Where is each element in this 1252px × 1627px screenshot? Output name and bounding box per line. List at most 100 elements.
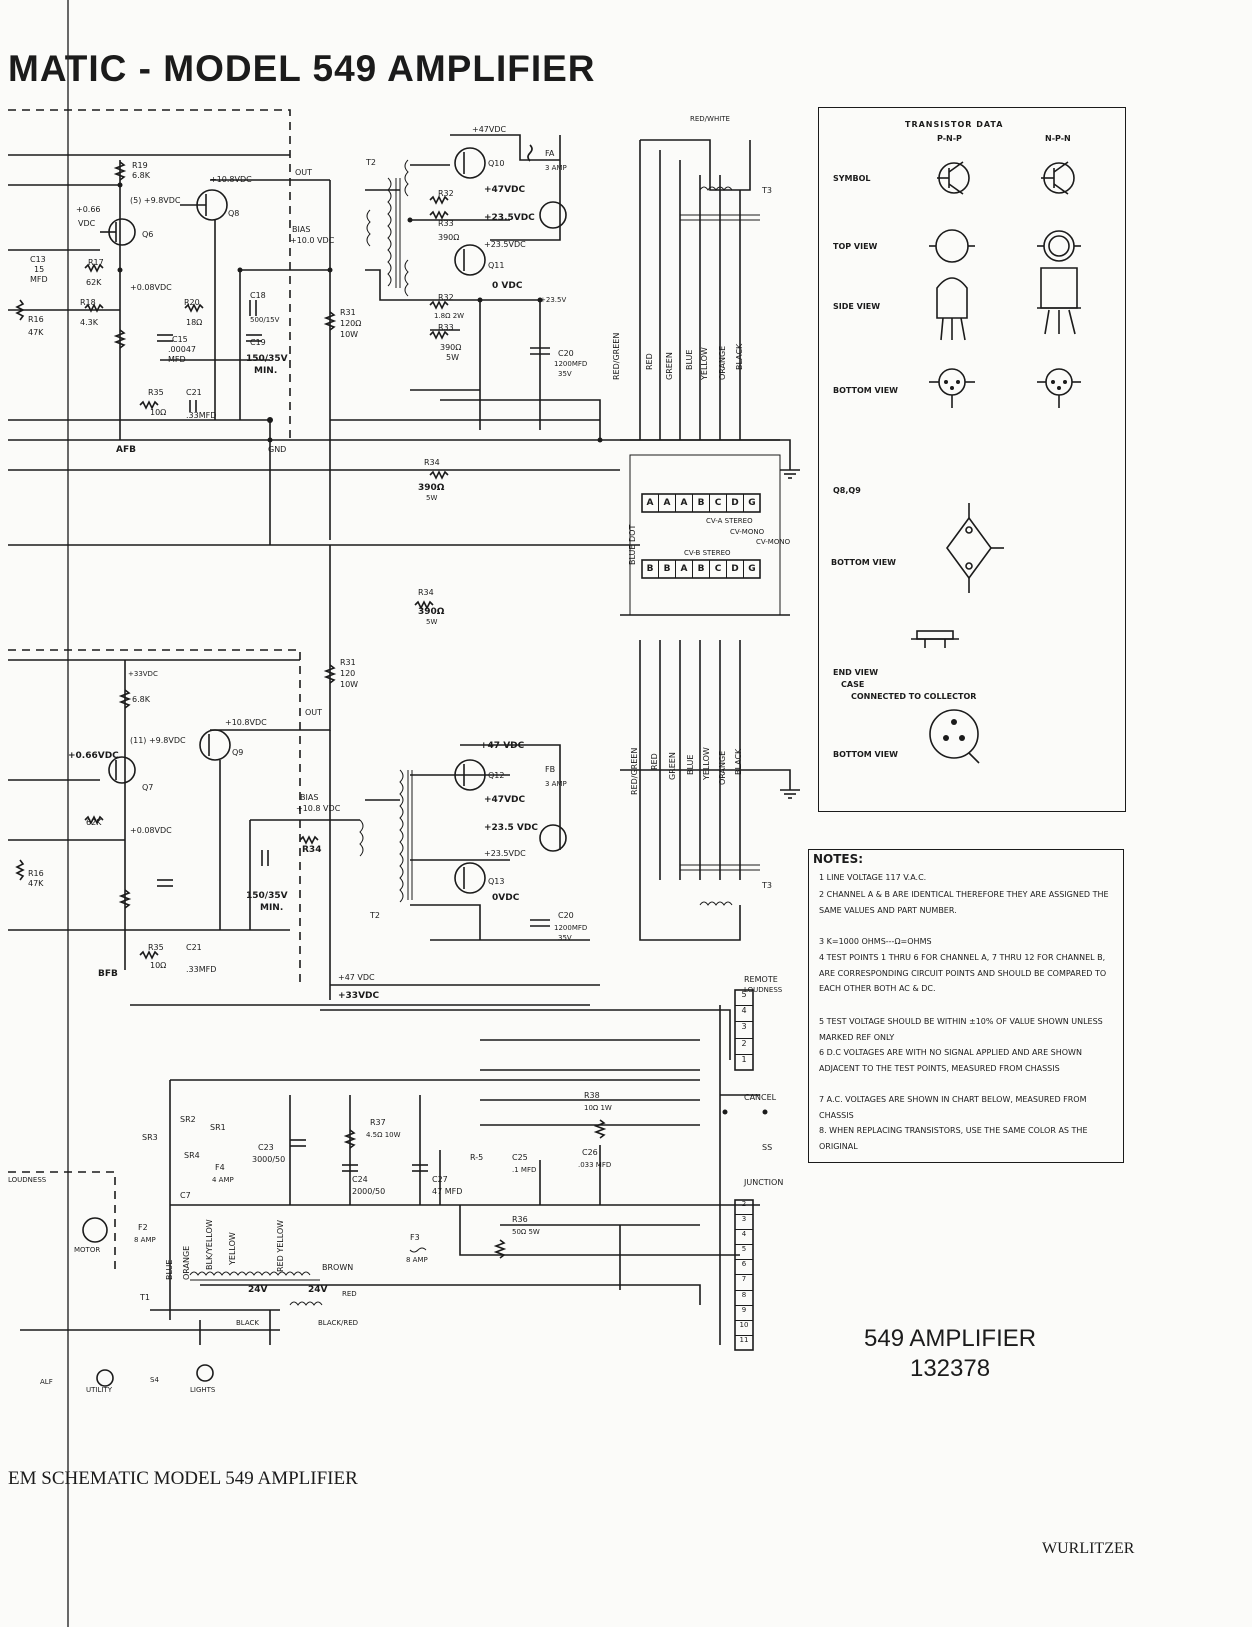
label-b-r31-value: 120 (340, 669, 355, 678)
label-bias: BIAS (292, 225, 310, 234)
terminal: 5 (735, 990, 753, 1007)
label-r37: R37 (370, 1118, 386, 1127)
label-b-c21: C21 (186, 943, 202, 952)
wire-label: RED/GREEN (612, 332, 621, 380)
label-c21: C21 (186, 388, 202, 397)
label-c21-value: .33MFD (186, 411, 216, 420)
wire-label: ORANGE (718, 345, 727, 380)
label-24v-b: 24V (308, 1285, 328, 1295)
terminal: 3 (735, 1022, 753, 1039)
label-c18: C18 (250, 291, 266, 300)
label-b-tp11-voltage: (11) +9.8VDC (130, 736, 186, 745)
label-power-33: +33VDC (338, 991, 380, 1001)
note-item: 7 A.C. VOLTAGES ARE SHOWN IN CHART BELOW… (819, 1095, 1087, 1120)
label-b-r31-watts: 10W (340, 680, 358, 689)
note-item: 1 LINE VOLTAGE 117 V.A.C. (819, 873, 927, 882)
plug-a-pin: A (676, 494, 693, 512)
label-wire-black-red: BLACK/RED (318, 1319, 358, 1327)
note-item: 5 TEST VOLTAGE SHOULD BE WITHIN ±10% OF … (819, 1017, 1103, 1042)
label-zero-voltage: 0 VDC (492, 281, 523, 291)
wire-label: BLK/YELLOW (205, 1219, 214, 1270)
label-q6: Q6 (142, 230, 153, 239)
label-sr2: SR2 (180, 1115, 196, 1124)
label-b-q7-voltage: +0.66VDC (68, 751, 119, 761)
label-r32-value: 1.8Ω 2W (434, 312, 464, 320)
label-q9: Q9 (232, 748, 243, 757)
brand-name: WURLITZER (1042, 1540, 1135, 1557)
label-t1: T1 (139, 1293, 150, 1302)
label-r34-watts: 5W (426, 494, 437, 502)
label-sr3: SR3 (142, 1133, 158, 1142)
row-symbol: SYMBOL (833, 174, 871, 183)
transistor-data-panel: TRANSISTOR DATA P-N-P N-P-N SYMBOL TOP V… (818, 107, 1126, 812)
label-b-r31: R31 (340, 658, 356, 667)
label-utility: UTILITY (86, 1386, 113, 1394)
label-blue-dot: BLUE DOT (628, 524, 637, 565)
label-c25-value: .1 MFD (512, 1166, 536, 1174)
label-b-t2: T2 (369, 911, 380, 920)
label-q8: Q8 (228, 209, 239, 218)
pnp-heading: P-N-P (937, 134, 962, 143)
label-b-c20: C20 (558, 911, 574, 920)
label-c26-value: .033 MFD (578, 1161, 611, 1169)
note-item: 6 D.C VOLTAGES ARE WITH NO SIGNAL APPLIE… (819, 1048, 1082, 1073)
wire-label: ORANGE (718, 750, 727, 785)
wire-label: BLACK (735, 343, 744, 370)
plug-b-pin: C (710, 560, 727, 578)
label-bfb: BFB (98, 969, 118, 979)
label-f3-amp: 8 AMP (406, 1256, 428, 1264)
label-r16-value: 47K (28, 328, 44, 337)
plug-b (641, 559, 761, 579)
label-q8-voltage: +10.8VDC (210, 175, 252, 184)
label-mid-voltage: +23.5VDC (484, 213, 535, 223)
label-t3-b: T3 (761, 881, 772, 890)
label-c27: C27 (432, 1175, 448, 1184)
label-fuse-amp: 3 AMP (545, 164, 567, 172)
label-remote: REMOTE (744, 975, 778, 984)
wire-label: BLUE (685, 349, 694, 370)
label-r17: R17 (88, 258, 104, 267)
wire-label: RED (650, 753, 659, 770)
label-t3: T3 (761, 186, 772, 195)
label-r32: R32 (438, 189, 454, 198)
plug-b-cells: B B A B C D G (642, 560, 760, 578)
label-c15: C15 (172, 335, 188, 344)
label-24v: 24V (248, 1285, 268, 1295)
label-r36-value: 50Ω 5W (512, 1228, 540, 1236)
wire-label: GREEN (665, 352, 674, 380)
row-bottom-view: BOTTOM VIEW (833, 386, 898, 395)
terminal: 9 (735, 1306, 753, 1321)
plug-a-cells: A A A B C D G (642, 494, 760, 512)
label-r38-value: 10Ω 1W (584, 1104, 612, 1112)
label-b-r16: R16 (28, 869, 44, 878)
label-b-q12-supply: +47 VDC (480, 741, 525, 751)
plug-b-pin: G (748, 564, 756, 574)
plug-a-pin: A (642, 494, 659, 512)
label-supply-tap: +23.5V (540, 296, 566, 304)
label-tp5-voltage: (5) +9.8VDC (130, 196, 181, 205)
terminal: 8 (735, 1291, 753, 1306)
label-motor: MOTOR (74, 1246, 100, 1254)
label-c20-value: 1200MFD (554, 360, 587, 368)
label-mid-voltage-2: +23.5VDC (484, 240, 526, 249)
q-bottom-view-2: BOTTOM VIEW (833, 750, 898, 759)
label-f4-amp: 4 AMP (212, 1176, 234, 1184)
label-c7: C7 (180, 1191, 191, 1200)
wire-label: YELLOW (702, 747, 711, 780)
q-end-view: END VIEW (833, 668, 879, 677)
label-b-supply: +33VDC (128, 670, 158, 678)
label-b-q9-voltage: +10.8VDC (225, 718, 267, 727)
note-item: 3 K=1000 OHMS---Ω=OHMS (819, 937, 932, 946)
plug-b-pin: B (659, 560, 676, 578)
label-tp-voltage: +0.08VDC (130, 283, 172, 292)
schematic-caption: EM SCHEMATIC MODEL 549 AMPLIFIER (8, 1468, 358, 1489)
label-b-fuse: FB (545, 765, 555, 774)
label-r20: R20 (184, 298, 200, 307)
terminal: 6 (735, 1260, 753, 1276)
label-sr4: SR4 (184, 1151, 200, 1160)
label-b-c20-watts: 35V (558, 934, 572, 942)
label-power-47: +47 VDC (338, 973, 375, 982)
label-b-mid-voltage: +23.5 VDC (484, 823, 538, 833)
label-b-mid-voltage-2: +23.5VDC (484, 849, 526, 858)
